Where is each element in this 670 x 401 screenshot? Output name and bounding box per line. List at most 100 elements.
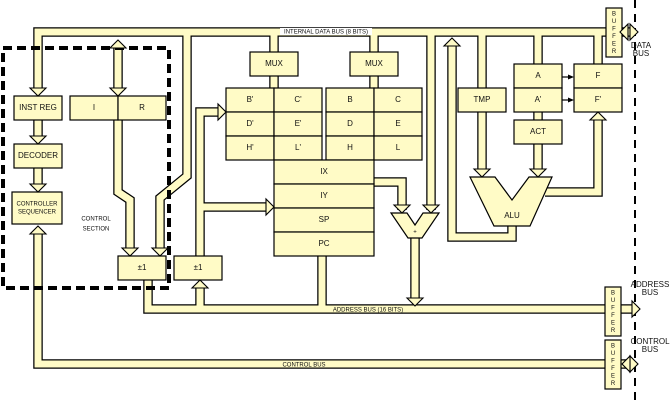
adder-label: + [413,230,417,236]
control-bus-ext-label-2: BUS [642,345,658,354]
main-register [373,111,423,137]
address-bus-ext-label: ADDRESS [631,280,670,289]
arrowhead [588,111,608,121]
bus-fill [34,232,606,368]
main-register-label: C [395,95,401,104]
mux2-label: MUX [365,59,383,68]
inc2-label: ±1 [194,263,203,272]
alt-register [273,87,323,113]
arrowhead [28,135,48,145]
bus-fill [114,120,134,250]
buffer-letter: F [611,359,615,365]
buffer-letter: B [611,291,615,297]
bus-fill [196,108,222,256]
arrowhead [405,297,425,307]
control-section-label-2: SECTION [83,227,110,233]
buffer-letter: B [611,344,615,350]
bus-label-bg [280,28,372,35]
alt-register-label: L' [295,143,301,152]
sequencer-label: SEQUENCER [18,210,57,216]
arrowhead [28,183,48,193]
arrowhead [392,204,412,214]
tmp-register [457,87,507,113]
buffer-letter: E [612,42,616,48]
buffer-letter: F [611,306,615,312]
controller-label: CONTROLLER [16,202,58,208]
main-register-label: L [396,143,401,152]
arrowhead [217,102,227,122]
a-alt-to-f-alt-arrowhead [568,97,574,103]
bus-fill [374,178,406,210]
a-label: A [535,71,541,80]
bus-fill [156,32,191,250]
buffer-letter: F [612,34,616,40]
f-label: F [596,71,601,80]
index-register-label: IY [320,191,328,200]
address-bus [143,280,606,314]
buffer-letter: F [612,27,616,33]
arrowheads [28,22,641,374]
bus-fill [34,28,606,90]
act-register [513,119,563,145]
alt-register [273,111,323,137]
bus-fill [448,44,516,241]
incrementer-2 [173,255,223,281]
address-bus-label: ADDRESS BUS (16 BITS) [333,308,403,314]
i-register [69,95,119,121]
index-register-label: SP [319,215,330,224]
a-register [513,63,563,89]
inc1-label: ±1 [138,263,147,272]
decoder-label: DECODER [18,151,58,160]
alt-register [225,135,275,161]
decoder [13,143,63,169]
alt-register-label: C' [294,95,302,104]
control-bus-ext-label: CONTROL [630,337,670,346]
arrowhead [108,87,128,97]
arrowhead [265,197,275,217]
data-bus-to-inc [155,32,192,250]
buffer-letter: E [611,374,615,380]
index-register-label: IX [320,167,328,176]
buffer-letter: R [612,49,617,55]
r-register [117,95,167,121]
f-alt-register [573,87,623,113]
alt-register [273,135,323,161]
incrementer-1 [117,255,167,281]
f-register [573,63,623,89]
arrowhead [631,299,641,319]
arrowhead [28,225,48,235]
buffer-letter: F [611,366,615,372]
buffer-letter: F [611,313,615,319]
arrowhead [528,168,548,178]
arrowhead [421,204,441,214]
buffer [604,339,622,390]
main-register-label: B [347,95,352,104]
buffer [604,286,622,337]
data-bus-ext-label: DATA [631,41,652,50]
mux1-label: MUX [265,59,283,68]
inst-reg-label: INST REG [19,103,57,112]
alt-register-label: B' [247,95,254,104]
arrowhead [629,22,639,42]
arrowhead [442,37,462,47]
bus-lines [33,27,632,369]
act-label: ACT [530,127,546,136]
address-bus-ext-label-2: BUS [642,288,658,297]
control-bus-label: CONTROL BUS [282,363,325,369]
f-alt-label: F' [595,95,602,104]
a-alt-label: A' [535,95,542,104]
i-label: I [93,103,95,112]
a-to-f-arrowhead [568,74,574,80]
arrowhead [472,168,492,178]
mux-1 [249,51,299,77]
arrowhead [150,247,170,257]
alu [469,176,553,227]
main-register-label: H [347,143,353,152]
arrowhead [120,247,140,257]
buffer-letter: R [611,381,616,387]
data-bus-ext-label-2: BUS [633,49,649,58]
buffer-letter: E [611,321,615,327]
arrowhead [621,354,631,374]
bus-fill [545,120,602,196]
